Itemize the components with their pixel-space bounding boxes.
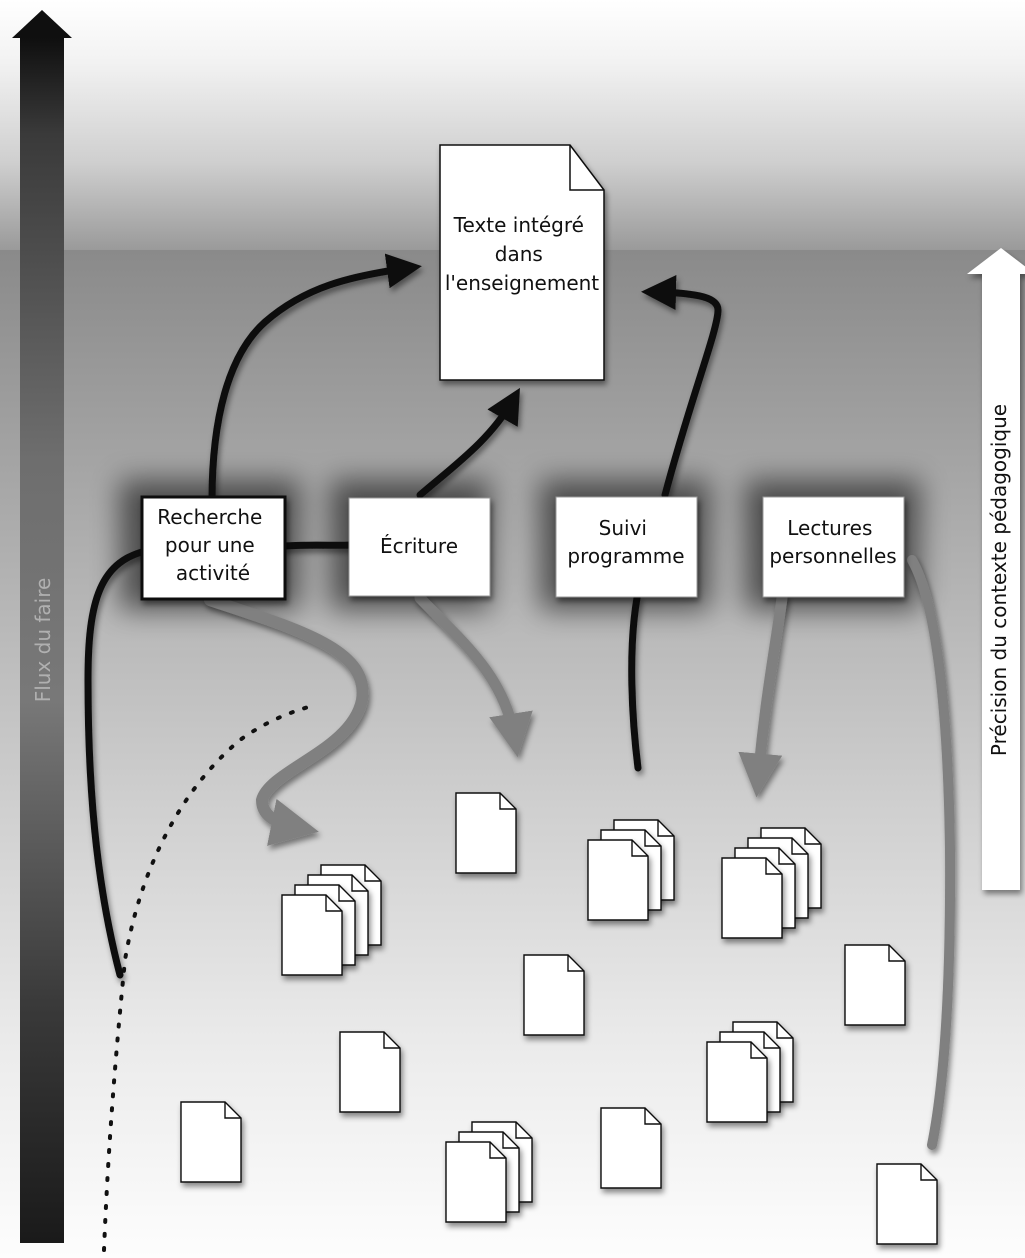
grey-flows	[204, 555, 956, 1150]
document-stack-icon	[721, 827, 822, 939]
source-line: Lectures	[787, 516, 872, 540]
source-line: pour une	[165, 533, 255, 557]
document-page	[180, 1101, 242, 1183]
document-page	[706, 1041, 768, 1123]
document-stack-icon	[706, 1021, 794, 1123]
source-box-suivi	[555, 496, 698, 598]
source-box-lectures	[762, 496, 905, 598]
dotted-path	[102, 704, 314, 1252]
scattered-documents	[180, 792, 938, 1245]
document-page	[587, 839, 649, 921]
flow-lectures-down	[907, 555, 956, 1150]
target-line: l'enseignement	[445, 271, 599, 295]
flow-recherche-ecriture	[281, 541, 354, 550]
left-axis-label: Flux du faire	[31, 578, 55, 703]
document-page	[600, 1107, 662, 1189]
document-icon	[339, 1031, 401, 1113]
source-label-ecriture: Écriture	[380, 534, 458, 558]
document-icon	[844, 944, 906, 1026]
target-document	[439, 144, 605, 381]
flow-suivi-to-text	[641, 274, 722, 499]
document-page	[721, 857, 783, 939]
document-icon	[523, 954, 585, 1036]
document-page	[844, 944, 906, 1026]
source-label-recherche: Recherche pour une activité	[157, 505, 268, 585]
source-line: Recherche	[157, 505, 262, 529]
document-page	[523, 954, 585, 1036]
right-axis-label: Précision du contexte pédagogique	[987, 404, 1011, 756]
flow-suivi-down	[628, 594, 642, 772]
flow-ecriture-to-docs	[414, 592, 533, 758]
flow-lectures-to-docs	[738, 592, 788, 798]
source-label-suivi: Suivi programme	[567, 516, 684, 568]
left-axis-arrow	[12, 10, 72, 1243]
document-icon	[600, 1107, 662, 1189]
source-label-lectures: Lectures personnelles	[769, 516, 896, 568]
document-icon	[455, 792, 517, 874]
document-page	[281, 894, 343, 976]
black-flows	[84, 253, 722, 979]
flow-left-into-recherche	[84, 546, 154, 979]
document-page	[339, 1031, 401, 1113]
document-icon	[876, 1163, 938, 1245]
target-line: Texte intégré	[453, 213, 584, 237]
document-icon	[180, 1101, 242, 1183]
source-box-recherche	[140, 495, 287, 601]
document-stack-icon	[281, 864, 382, 976]
document-page	[455, 792, 517, 874]
flow-ecriture-to-text	[416, 387, 520, 499]
document-stack-icon	[445, 1121, 533, 1223]
source-line: Écriture	[380, 534, 458, 558]
source-line: Suivi	[599, 516, 647, 540]
target-label: Texte intégré dans l'enseignement	[445, 213, 599, 295]
flow-recherche-to-text	[208, 253, 422, 504]
flow-recherche-to-docs	[204, 594, 369, 846]
document-page	[876, 1163, 938, 1245]
right-axis-arrow	[967, 248, 1025, 890]
document-page	[445, 1141, 507, 1223]
source-line: personnelles	[769, 544, 896, 568]
source-line: activité	[176, 561, 250, 585]
document-stack-icon	[587, 819, 675, 921]
target-line: dans	[495, 242, 543, 266]
source-box-ecriture	[348, 497, 491, 597]
source-line: programme	[567, 544, 684, 568]
